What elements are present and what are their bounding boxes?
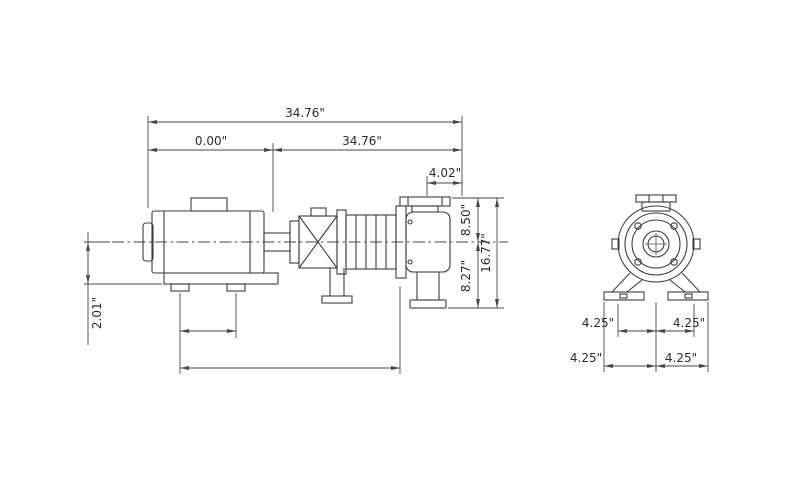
dim-label-left-segment: 0.00" [195, 134, 227, 148]
side-view-dimensions: 34.76" 0.00" 34.76" 4.02" 8.50" 8.27" 16… [84, 106, 504, 374]
dim-label-center-to-bottom: 8.27" [459, 260, 473, 292]
coupling-lantern-outline [263, 207, 338, 269]
dim-label-flange-offset: 4.02" [429, 166, 461, 180]
motor-outline [142, 197, 279, 292]
dim-label-base-height: 2.01" [90, 297, 104, 329]
dim-label-right-segment: 34.76" [342, 134, 382, 148]
dim-label-front-lower-left: 4.25" [570, 351, 602, 365]
dim-label-overall-height: 16.77" [479, 233, 493, 273]
pump-barrel-outline [336, 205, 407, 279]
front-feet-outline [603, 272, 709, 301]
pump-casing-outline [399, 196, 451, 309]
pump-front-view [603, 194, 709, 301]
dim-label-front-lower-right: 4.25" [665, 351, 697, 365]
front-view-dimensions: 4.25" 4.25" 4.25" 4.25" [570, 302, 709, 372]
front-top-flange-outline [635, 194, 677, 212]
dim-label-top-to-center: 8.50" [459, 204, 473, 236]
dim-label-front-upper-right: 4.25" [673, 316, 705, 330]
dim-label-overall-width: 34.76" [285, 106, 325, 120]
dim-label-front-upper-left: 4.25" [582, 316, 614, 330]
support-bracket-outline [321, 268, 353, 304]
front-casing-outline [611, 205, 701, 283]
pump-side-view [112, 196, 508, 309]
